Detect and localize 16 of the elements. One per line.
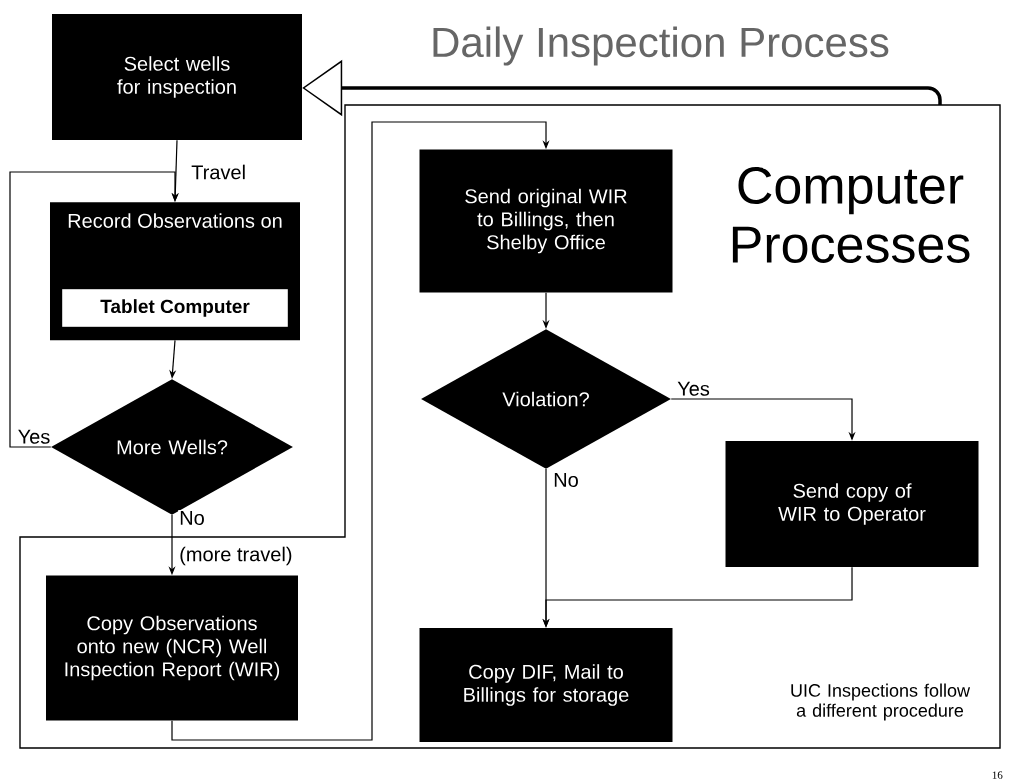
process-box: Select wells for inspection: [52, 14, 302, 140]
process-box: Send copy of WIR to Operator: [725, 441, 979, 567]
edge-label: Travel: [190, 163, 248, 181]
edge-label: No: [178, 510, 206, 526]
process-box: Copy Observations onto new (NCR) Well Inspection Report (WIR): [46, 575, 298, 721]
process-box: Copy DIF, Mail to Billings for storage: [419, 628, 673, 742]
note-text: (more travel): [178, 545, 294, 567]
label-box: Tablet Computer: [61, 288, 289, 328]
process-box: Send original WIR to Billings, then Shelby Office: [419, 149, 673, 293]
edge-label: Yes: [16, 428, 52, 445]
title: Daily Inspection Process: [433, 26, 889, 66]
edge-label: Yes: [676, 380, 711, 397]
edge-label: No: [552, 472, 580, 488]
page-number: 16: [990, 770, 1004, 780]
arrow: [171, 121, 550, 741]
arrow: [9, 171, 179, 448]
